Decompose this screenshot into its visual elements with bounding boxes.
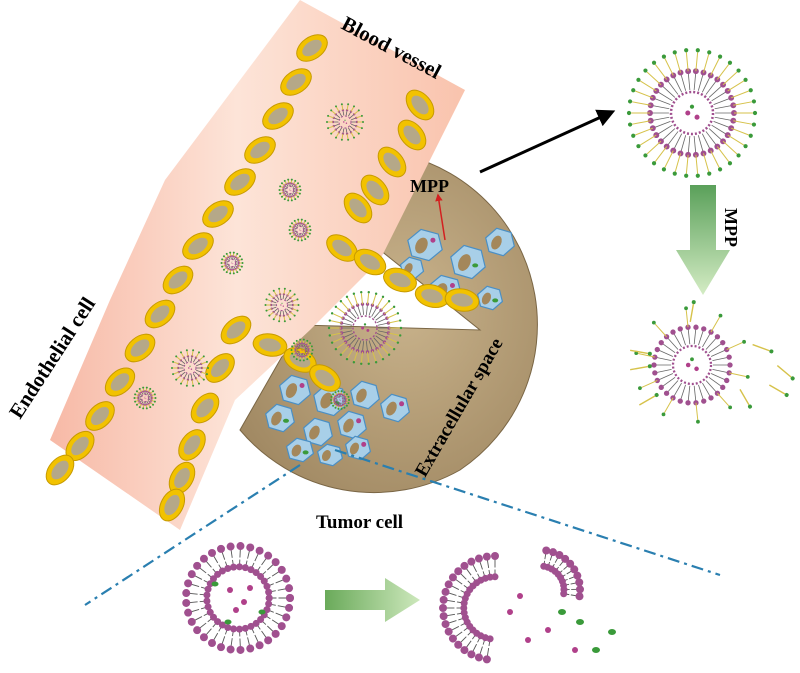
mpp-release-arrow [435, 193, 446, 241]
micelle-icon [171, 349, 209, 387]
endothelial-cell-icon [85, 401, 115, 431]
endothelial-cell-icon [377, 146, 407, 178]
endothelial-cell-icon [45, 454, 75, 486]
tumor-cell-icon [450, 244, 486, 280]
endothelial-cell-icon [343, 192, 373, 224]
tumor-cell-icon [407, 228, 443, 262]
endothelial-cell-icon [405, 89, 435, 121]
endothelial-cell-icon [252, 333, 288, 357]
endothelial-cell-icon [144, 299, 176, 329]
micelle-icon [264, 287, 300, 323]
endothelial-cell-layer [45, 34, 480, 522]
mpp-label-side: MPP [721, 208, 741, 247]
guide-line-right [334, 448, 721, 577]
tumor-cell-cluster [265, 227, 515, 467]
endothelial-cell-icon [178, 429, 206, 461]
tumor-cell-icon [303, 417, 333, 447]
endothelial-cell-icon [158, 488, 186, 522]
endothelial-cell-icon [414, 283, 450, 309]
tumor-cell-label: Tumor cell [316, 512, 403, 533]
endothelial-cell-icon [244, 136, 276, 164]
tumor-cell-icon [265, 403, 295, 433]
endothelial-cell-icon [202, 200, 234, 228]
micelle-icon [330, 390, 350, 410]
endothelial-cell-icon [220, 315, 252, 345]
endothelial-cell-icon [309, 364, 341, 392]
endothelial-cell-icon [397, 119, 427, 151]
endothelial-cell-icon [383, 267, 417, 293]
micelle-icon [326, 103, 364, 141]
guide-line-left [84, 464, 301, 606]
tumor-cell-icon [279, 374, 311, 406]
endothelial-cell-icon [190, 392, 220, 424]
tumor-cell-icon [380, 393, 410, 423]
endothelial-cell-icon [182, 232, 214, 260]
tumor-cell-icon [476, 285, 504, 311]
micelle-icon [133, 386, 157, 410]
zoom-arrow [479, 109, 616, 174]
liposome-icon [182, 542, 294, 654]
tumor-cell-icon [350, 380, 380, 410]
endothelial-cell-icon [124, 333, 156, 363]
endothelial-cell-icon [162, 265, 194, 295]
tumor-cell-icon [344, 435, 372, 461]
micelle-icon [626, 48, 758, 178]
endothelial-cell-icon [205, 353, 235, 383]
micelle-icon [290, 338, 314, 362]
vessel-micelles [133, 103, 364, 410]
endothelial-cell-icon [262, 102, 294, 130]
endothelial-cell-icon [280, 68, 312, 96]
endothelial-cell-icon [444, 288, 480, 312]
endothelial-cell-icon [168, 461, 196, 495]
endothelial-cell-icon [360, 174, 390, 206]
disrupted-liposome-icon [439, 546, 616, 664]
endothelial-cell-icon [296, 34, 328, 62]
cleaved-peg-icon [630, 300, 795, 424]
micelle-icon [220, 251, 244, 275]
mpp-process-arrow-vertical [676, 185, 730, 295]
endothelial-cell-icon [224, 168, 256, 196]
tumor-cell-icon [485, 227, 515, 257]
release-process-arrow-horizontal [325, 578, 420, 622]
micelle-icon [288, 218, 312, 242]
endothelial-cell-icon [326, 234, 358, 262]
micelle-icon [327, 290, 403, 366]
mpp-label-tumor: MPP [410, 176, 449, 196]
micelle-icon [278, 178, 302, 202]
endothelial-cell-icon [353, 248, 387, 276]
endothelial-cell-icon [104, 367, 136, 397]
tumor-cell-icon [285, 437, 315, 463]
